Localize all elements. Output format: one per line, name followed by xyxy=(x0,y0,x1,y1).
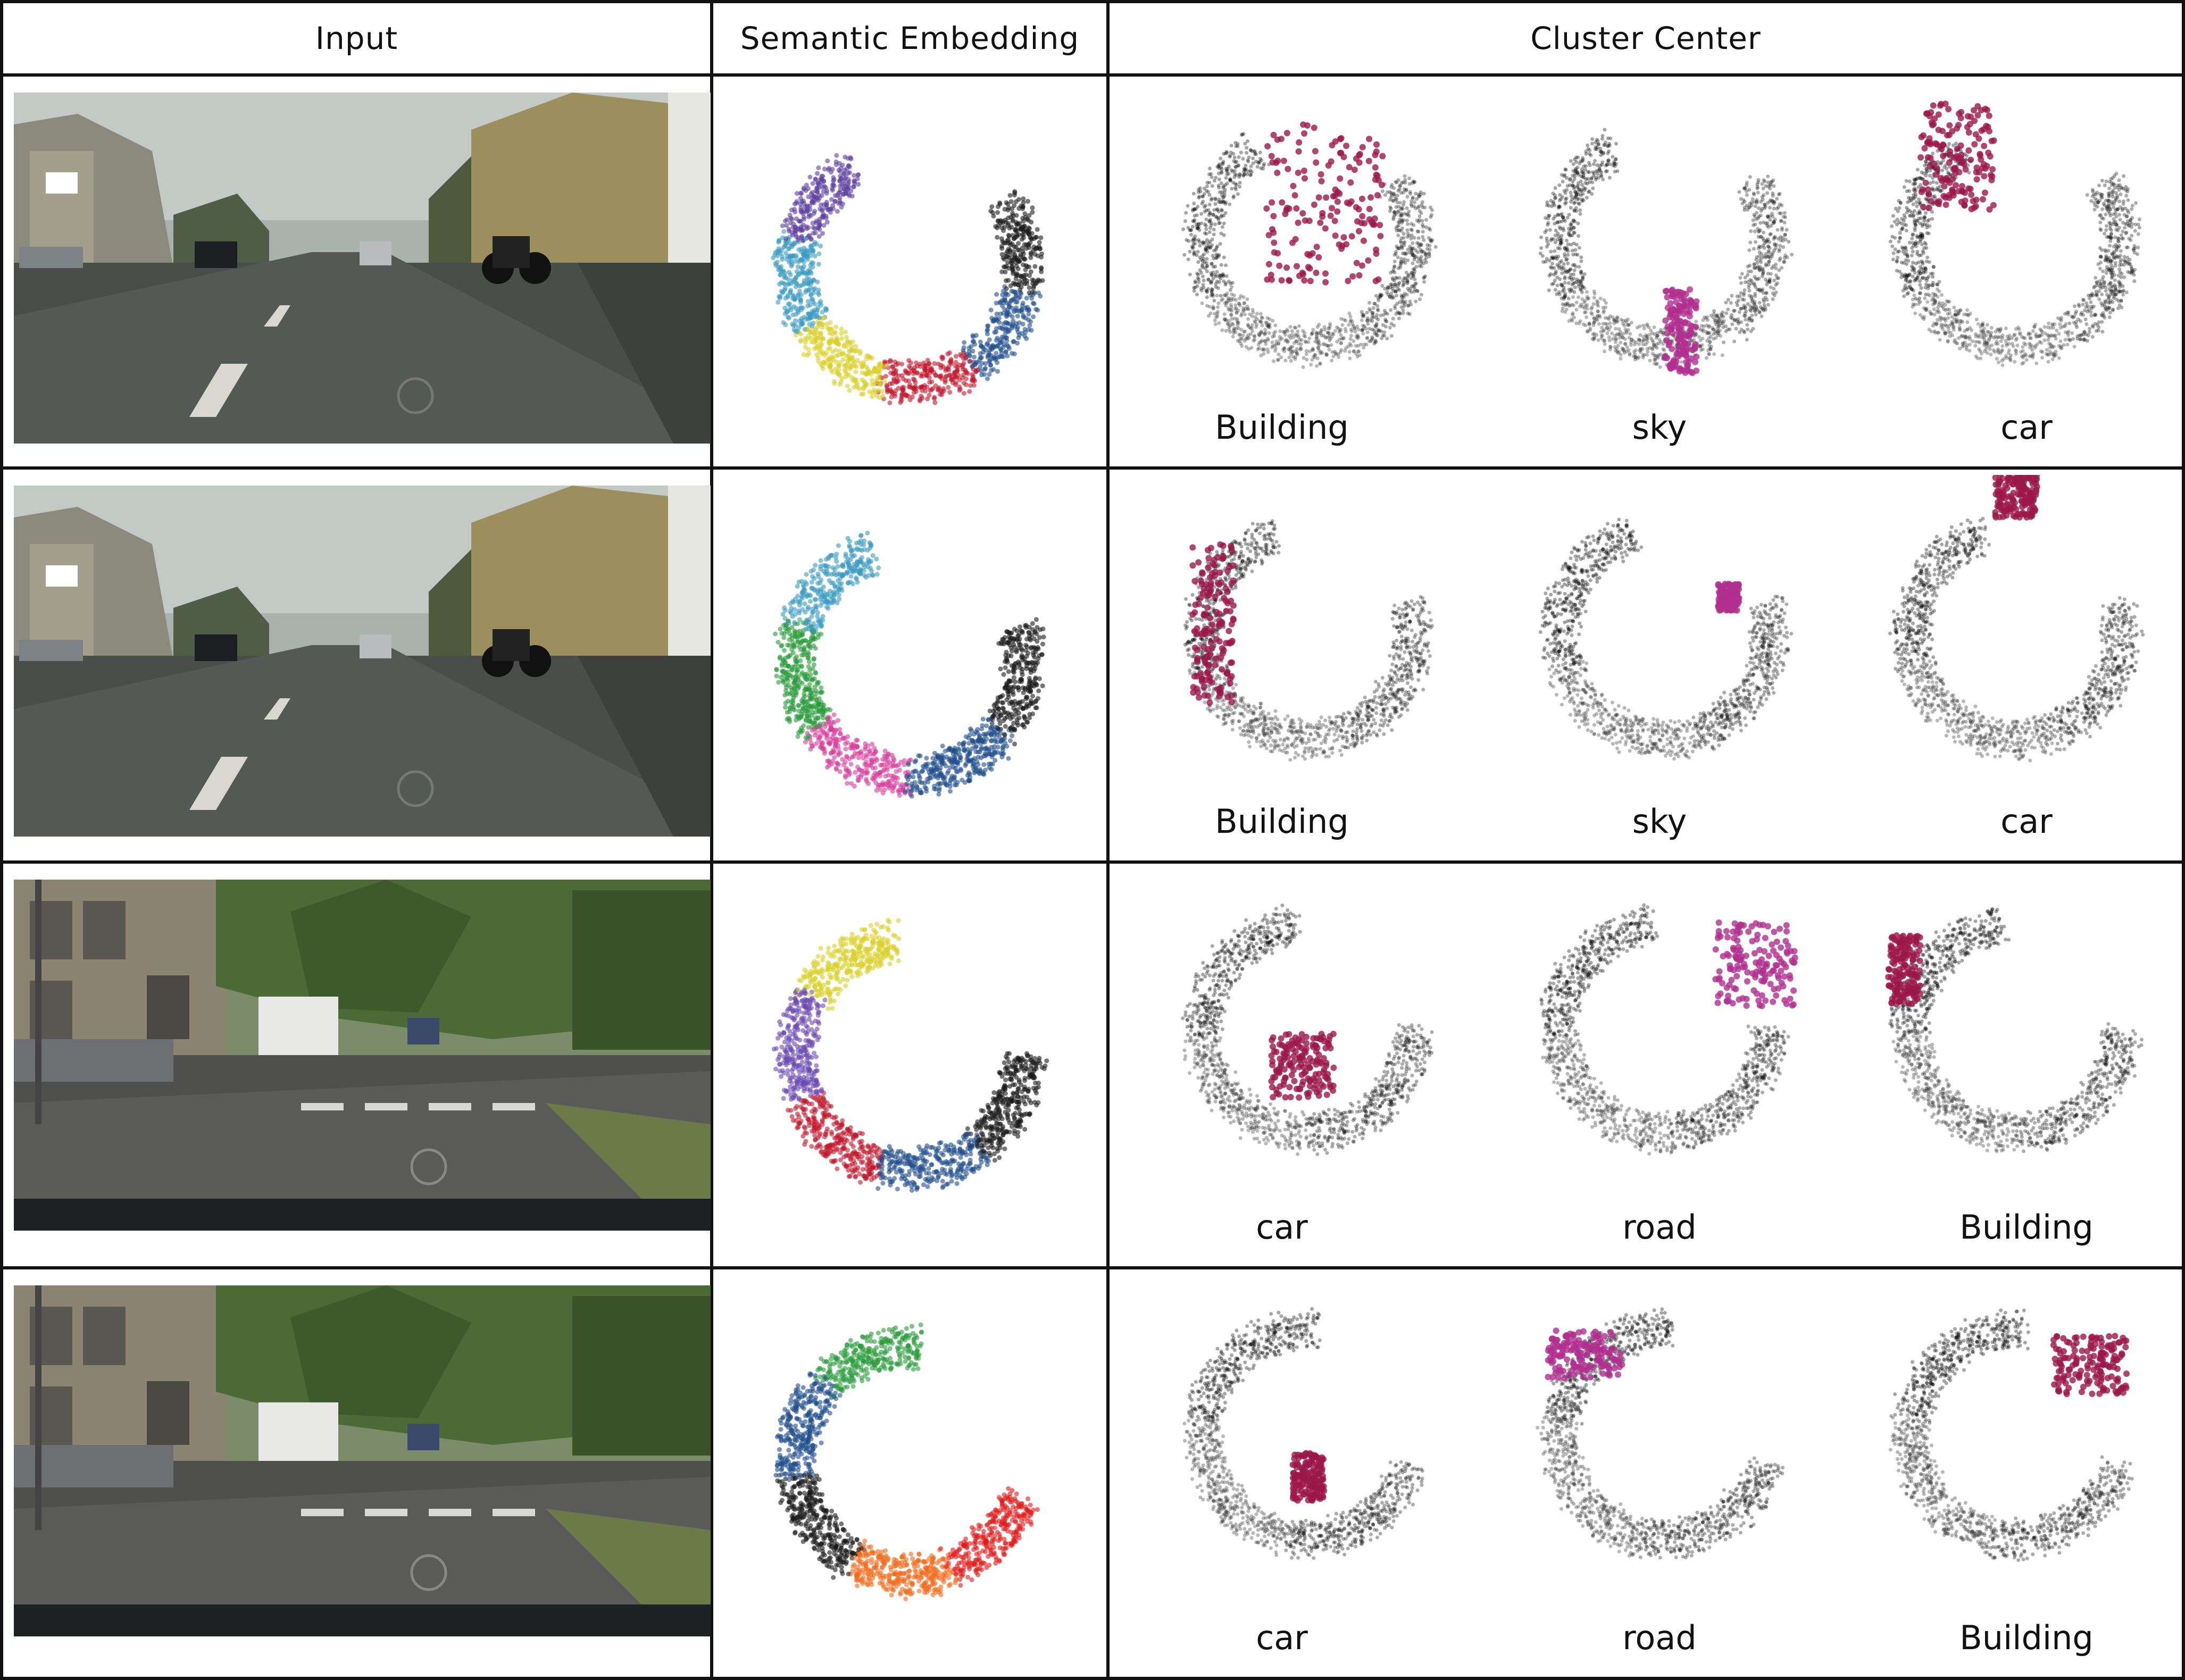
cluster-center-plot xyxy=(1122,475,1495,794)
input-image xyxy=(14,880,711,1231)
semantic-embedding-plot xyxy=(729,87,1090,449)
cluster-label: car xyxy=(1149,1208,1415,1247)
cluster-label: car xyxy=(1894,802,2159,841)
rule-row2 xyxy=(0,860,2185,864)
input-image xyxy=(14,1285,711,1636)
cluster-center-plot xyxy=(1830,82,2185,401)
cluster-center-plot xyxy=(1479,82,1851,401)
rule-top xyxy=(0,0,2185,3)
rule-header xyxy=(0,73,2185,77)
semantic-embedding-plot xyxy=(729,1280,1090,1642)
cluster-label: Building xyxy=(1149,802,1415,841)
cluster-center-plot xyxy=(1830,475,2185,794)
rule-bottom xyxy=(0,1677,2185,1680)
semantic-embedding-plot xyxy=(729,480,1090,842)
cluster-label: car xyxy=(1149,1618,1415,1657)
cluster-center-plot xyxy=(1479,869,1851,1188)
rule-col1 xyxy=(710,0,713,1680)
cluster-center-plot xyxy=(1122,1275,1495,1594)
rule-row3 xyxy=(0,1266,2185,1269)
semantic-embedding-plot xyxy=(729,874,1090,1236)
header-semantic-embedding: Semantic Embedding xyxy=(713,3,1106,73)
header-input: Input xyxy=(3,3,710,73)
rule-row1 xyxy=(0,466,2185,470)
cluster-center-plot xyxy=(1479,475,1851,794)
cluster-center-plot xyxy=(1479,1275,1851,1594)
cluster-label: Building xyxy=(1894,1208,2159,1247)
cluster-label: Building xyxy=(1894,1618,2159,1657)
input-image xyxy=(14,486,711,837)
rule-right xyxy=(2182,0,2185,1680)
cluster-center-plot xyxy=(1830,869,2185,1188)
cluster-label: car xyxy=(1894,408,2159,447)
input-image xyxy=(14,93,711,444)
cluster-center-plot xyxy=(1122,869,1495,1188)
cluster-label: Building xyxy=(1149,408,1415,447)
rule-left xyxy=(0,0,3,1680)
cluster-label: sky xyxy=(1527,802,1792,841)
cluster-label: road xyxy=(1527,1618,1792,1657)
header-cluster-center: Cluster Center xyxy=(1110,3,2182,73)
cluster-label: sky xyxy=(1527,408,1792,447)
cluster-label: road xyxy=(1527,1208,1792,1247)
cluster-center-plot xyxy=(1830,1275,2185,1594)
rule-col2 xyxy=(1106,0,1110,1680)
cluster-center-plot xyxy=(1122,82,1495,401)
